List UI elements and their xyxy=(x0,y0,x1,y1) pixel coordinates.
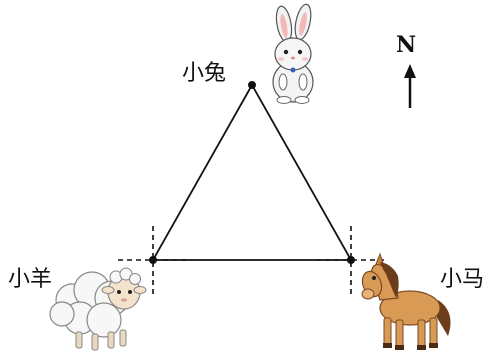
horse-icon xyxy=(361,252,451,350)
north-label: N xyxy=(396,32,416,58)
sheep-icon xyxy=(49,267,147,351)
horse-label: 小马 xyxy=(440,267,484,292)
vertex-rabbit xyxy=(248,81,256,89)
dashed-guides xyxy=(118,226,384,296)
vertex-horse xyxy=(347,256,355,264)
vertex-sheep xyxy=(149,256,157,264)
edge-rabbit-sheep xyxy=(152,84,253,261)
north-indicator: N xyxy=(396,32,416,108)
rabbit-icon xyxy=(272,3,314,104)
edge-rabbit-horse xyxy=(251,84,352,261)
sheep-label: 小羊 xyxy=(8,267,52,292)
north-arrow-icon xyxy=(404,64,416,108)
triangle xyxy=(152,84,352,261)
rabbit-label: 小兔 xyxy=(182,61,226,86)
